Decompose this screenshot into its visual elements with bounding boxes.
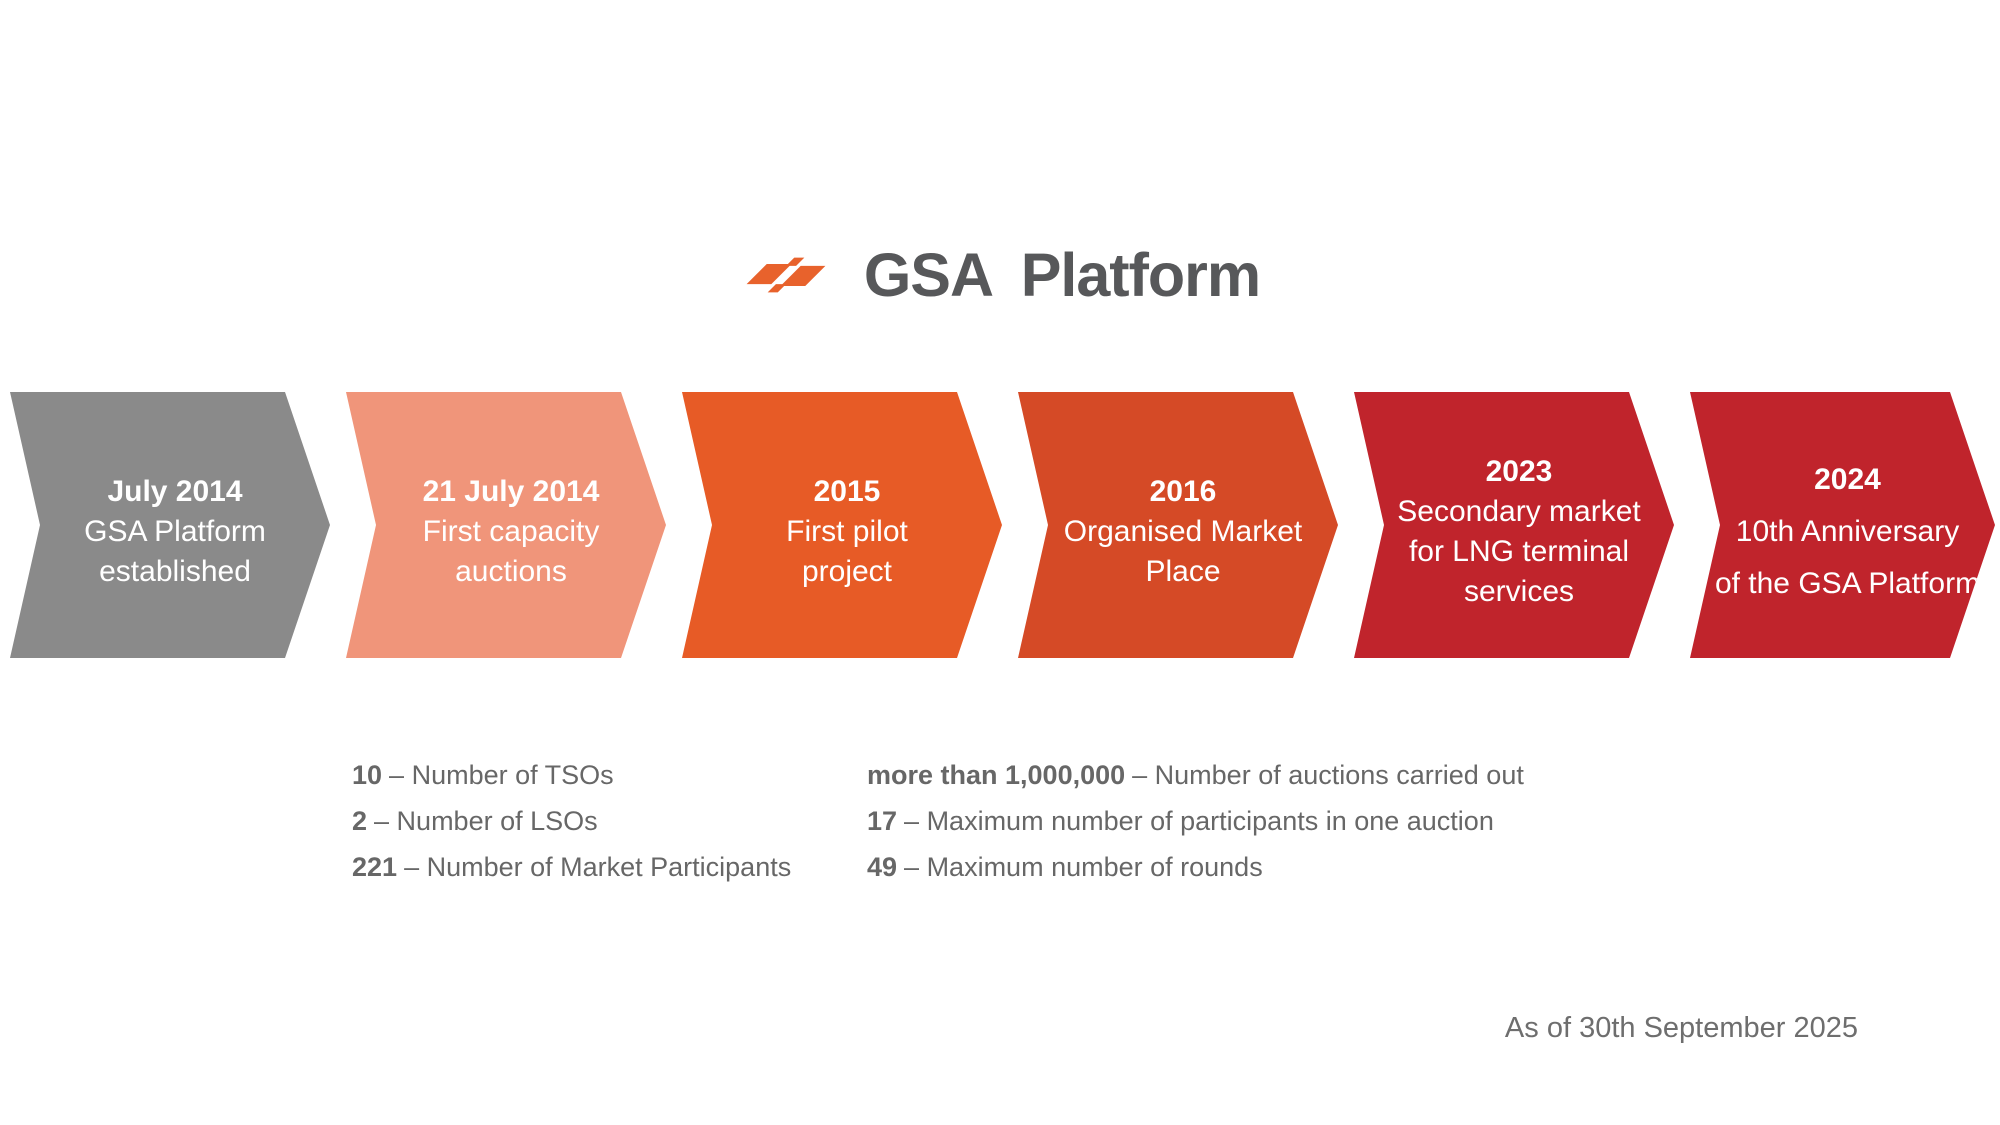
stat-value: more than 1,000,000 <box>867 760 1126 790</box>
step-year: 2024 <box>1814 463 1881 496</box>
stat-label: – Number of Market Participants <box>404 852 792 882</box>
step-year: 21 July 2014 <box>422 475 600 508</box>
step-label: GSA Platform <box>84 515 266 548</box>
stat-max-rounds: 49– Maximum number of rounds <box>867 844 1524 890</box>
stat-value: 10 <box>352 760 383 790</box>
step-label: auctions <box>455 555 567 588</box>
step-label: First pilot <box>786 515 908 548</box>
stat-lsos: 2– Number of LSOs <box>352 798 791 844</box>
step-year: July 2014 <box>107 475 243 508</box>
stat-label: – Maximum number of participants in one … <box>904 806 1494 836</box>
stat-value: 2 <box>352 806 368 836</box>
stat-max-participants: 17– Maximum number of participants in on… <box>867 798 1524 844</box>
brand-header: GSA Platform <box>0 240 2000 310</box>
timeline-step-pilot-project: 2015 First pilot project <box>682 392 1002 658</box>
timeline-step-gsa-established: July 2014 GSA Platform established <box>10 392 330 658</box>
stat-value: 221 <box>352 852 398 882</box>
stat-value: 49 <box>867 852 898 882</box>
stats-left-column: 10– Number of TSOs 2– Number of LSOs 221… <box>352 752 791 890</box>
timeline-step-first-auctions: 21 July 2014 First capacity auctions <box>346 392 666 658</box>
step-label: Secondary market <box>1397 495 1641 528</box>
timeline-step-organised-market: 2016 Organised Market Place <box>1018 392 1338 658</box>
stat-label: – Number of LSOs <box>374 806 598 836</box>
step-label: for LNG terminal <box>1408 535 1630 568</box>
stat-value: 17 <box>867 806 898 836</box>
step-label: established <box>99 555 251 588</box>
timeline-step-10th-anniversary: 2024 10th Anniversary of the GSA Platfor… <box>1690 392 1995 658</box>
step-year: 2016 <box>1149 475 1217 508</box>
step-label: services <box>1463 575 1575 608</box>
stat-auctions-carried-out: more than 1,000,000– Number of auctions … <box>867 752 1524 798</box>
stats-right-column: more than 1,000,000– Number of auctions … <box>867 752 1524 890</box>
stat-label: – Number of auctions carried out <box>1132 760 1524 790</box>
step-label: project <box>801 555 893 588</box>
step-year: 2023 <box>1485 455 1553 488</box>
gsa-logo-icon <box>746 257 826 293</box>
timeline: July 2014 GSA Platform established 21 Ju… <box>0 392 2000 658</box>
step-year: 2015 <box>813 475 881 508</box>
stat-tsos: 10– Number of TSOs <box>352 752 791 798</box>
step-label: Organised Market <box>1063 515 1303 548</box>
stat-label: – Maximum number of rounds <box>904 852 1263 882</box>
stat-market-participants: 221– Number of Market Participants <box>352 844 791 890</box>
step-label: Place <box>1145 555 1221 588</box>
step-label: of the GSA Platform <box>1714 567 1981 600</box>
timeline-step-secondary-market: 2023 Secondary market for LNG terminal s… <box>1354 392 1674 658</box>
step-label: First capacity <box>422 515 600 548</box>
stat-label: – Number of TSOs <box>389 760 614 790</box>
page-title: GSA Platform <box>863 241 1261 309</box>
step-label: 10th Anniversary <box>1735 515 1960 548</box>
as-of-date: As of 30th September 2025 <box>1504 1012 1858 1044</box>
